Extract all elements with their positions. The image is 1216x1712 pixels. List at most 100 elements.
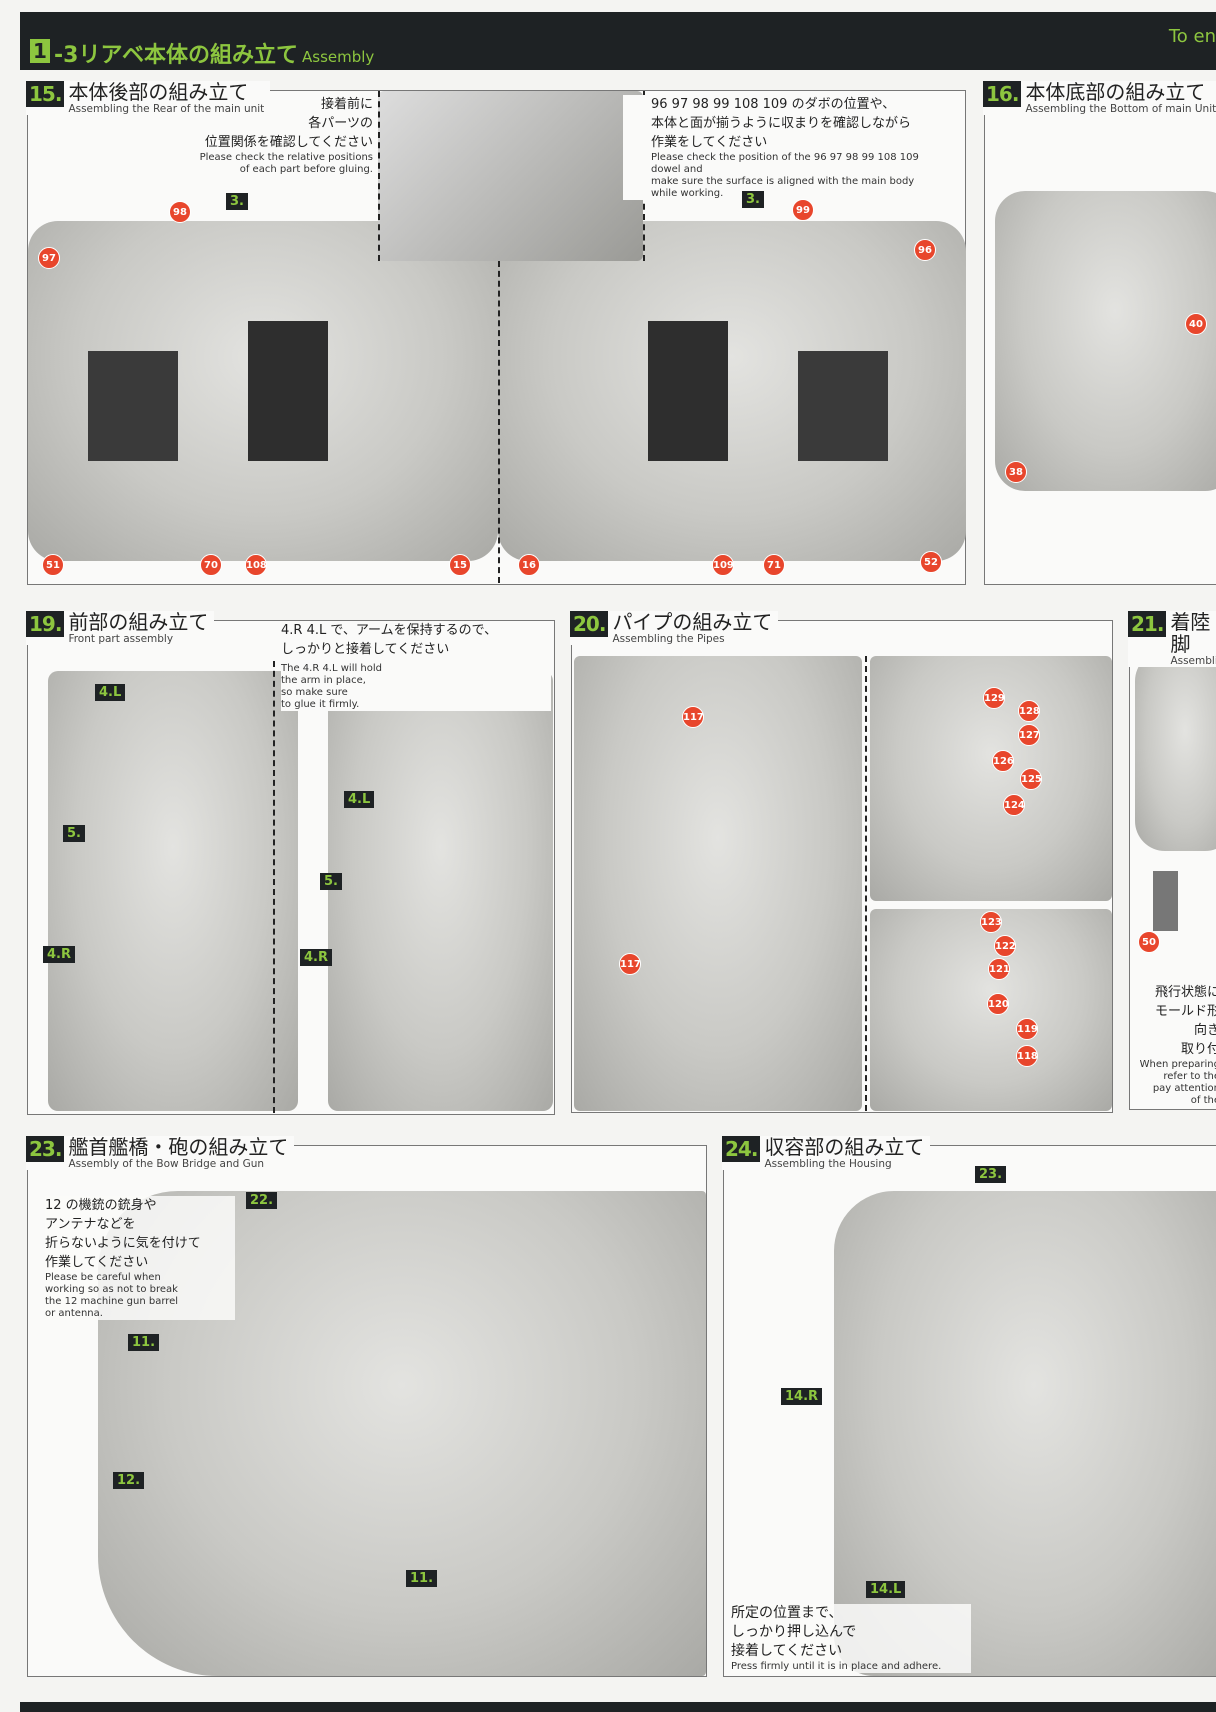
step-title-en: Assembling the Rear of the main unit [68,103,265,115]
callout: 109 [712,554,734,576]
callout: 126 [992,750,1014,772]
part-label: 4.L [95,684,126,701]
note-line-en: while working. [651,188,724,199]
part-cavity [88,351,178,461]
note-line: しっかり押し込んで [731,1624,857,1640]
callout: 108 [245,554,267,576]
step-title: 前部の組み立て [68,610,209,634]
callout: 51 [42,554,64,576]
step-title: パイプの組み立て [612,610,773,634]
part-cavity [248,321,328,461]
callout: 122 [994,935,1016,957]
part-label: 4.R [43,946,75,963]
note-line: 4.R 4.L で、アームを保持するので、 [281,623,498,638]
footer-bar [20,1702,1216,1712]
step-title-en: Front part assembly [68,633,174,645]
step-number: 19. [26,611,65,637]
part-label: 3. [742,191,764,208]
part-label: 12. [113,1472,145,1489]
callout: 125 [1020,768,1042,790]
note-line: 折らないように気を付けて [45,1236,201,1251]
callout: 117 [619,953,641,975]
note-line-en: make sure the surface is aligned with th… [651,176,915,187]
callout: 38 [1005,461,1027,483]
note-line-en: The 4.R 4.L will hold [281,663,383,674]
note-line-en: so make sure [281,687,348,698]
note-line: しっかりと接着してください [281,642,450,657]
step-header: 21.着陸脚Assemblin [1128,611,1216,667]
part-label: 14.L [866,1581,906,1598]
callout: 40 [1185,313,1207,335]
rear-unit-illustration-right [498,221,966,561]
part-label: 11. [128,1334,160,1351]
part-label: 3. [226,193,248,210]
note-careful-barrel: 12 の機銃の銃身や アンテナなどを 折らないように気を付けて 作業してください… [45,1196,235,1320]
step-title-en: Assembly of the Bow Bridge and Gun [68,1158,265,1170]
note-line: 取り付 [1180,1042,1216,1057]
step-number: 24. [722,1136,761,1162]
step-title-en: Assemblin [1170,655,1216,667]
note-line: 96 97 98 99 108 109 のダボの位置や、 [651,97,896,112]
landing-leg-part [1153,871,1178,931]
callout: 16 [518,554,540,576]
callout: 98 [169,201,191,223]
callout: 118 [1016,1045,1038,1067]
step-title: 着陸脚 [1170,610,1211,656]
header-right-text: To en [1168,26,1216,47]
callout: 71 [763,554,785,576]
note-line-en: of the [1190,1095,1216,1106]
pipes-illustration-main [574,656,862,1111]
note-line-en: the 12 machine gun barrel [45,1296,179,1307]
note-line: 接着してください [731,1643,843,1659]
callout: 120 [987,993,1009,1015]
callout: 128 [1018,700,1040,722]
part-label: 4.R [300,949,332,966]
step-number: 21. [1128,611,1167,637]
step-23-panel: 12 の機銃の銃身や アンテナなどを 折らないように気を付けて 作業してください… [26,1136,707,1677]
note-line: 位置関係を確認してください [204,135,373,150]
callout: 99 [792,199,814,221]
callout: 96 [914,239,936,261]
note-line: 向き [1193,1023,1216,1038]
step-20-panel: 117 117 129 128 127 126 125 124 123 122 … [570,611,1113,1113]
callout: 50 [1138,931,1160,953]
note-line-en: of each part before gluing. [239,164,373,175]
step-title: 本体後部の組み立て [68,80,249,104]
step-title-en: Assembling the Pipes [612,633,725,645]
note-line: 各パーツの [308,116,373,131]
callout: 97 [38,247,60,269]
note-press-firmly: 所定の位置まで、 しっかり押し込んで 接着してください Press firmly… [731,1604,971,1673]
part-label: 22. [246,1192,278,1209]
step-21-panel: 50 飛行状態に モールド形 向き 取り付 When preparing ref… [1128,611,1216,1110]
callout: 117 [682,706,704,728]
front-part-illustration-left [48,671,298,1111]
note-line-en: Press firmly until it is in place and ad… [731,1661,942,1672]
note-line: 本体と面が揃うように収まりを確認しながら [651,116,912,131]
step-19-panel: 4.R 4.L で、アームを保持するので、 しっかりと接着してください The … [26,611,555,1115]
chapter-title-jp: -3リアベ本体の組み立て [54,43,298,68]
note-line: 所定の位置まで、 [731,1605,843,1621]
part-label: 5. [63,825,85,842]
part-label: 14.R [781,1388,823,1405]
detail-inset [378,91,643,261]
note-dowel-position: 96 97 98 99 108 109 のダボの位置や、 本体と面が揃うように収… [623,95,943,200]
bottom-unit-illustration [995,191,1216,491]
callout: 121 [988,958,1010,980]
part-label: 23. [975,1166,1007,1183]
callout: 129 [983,687,1005,709]
note-line: 接着前に [320,97,373,112]
note-flight-mode: 飛行状態に モールド形 向き 取り付 When preparing refer … [1130,983,1216,1107]
step-number: 23. [26,1136,65,1162]
callout: 70 [200,554,222,576]
note-line-en: Please be careful when [45,1272,161,1283]
note-line: 作業をしてください [651,135,768,150]
note-line-en: When preparing [1139,1059,1216,1070]
step-number: 15. [26,81,65,107]
step-number: 20. [570,611,609,637]
